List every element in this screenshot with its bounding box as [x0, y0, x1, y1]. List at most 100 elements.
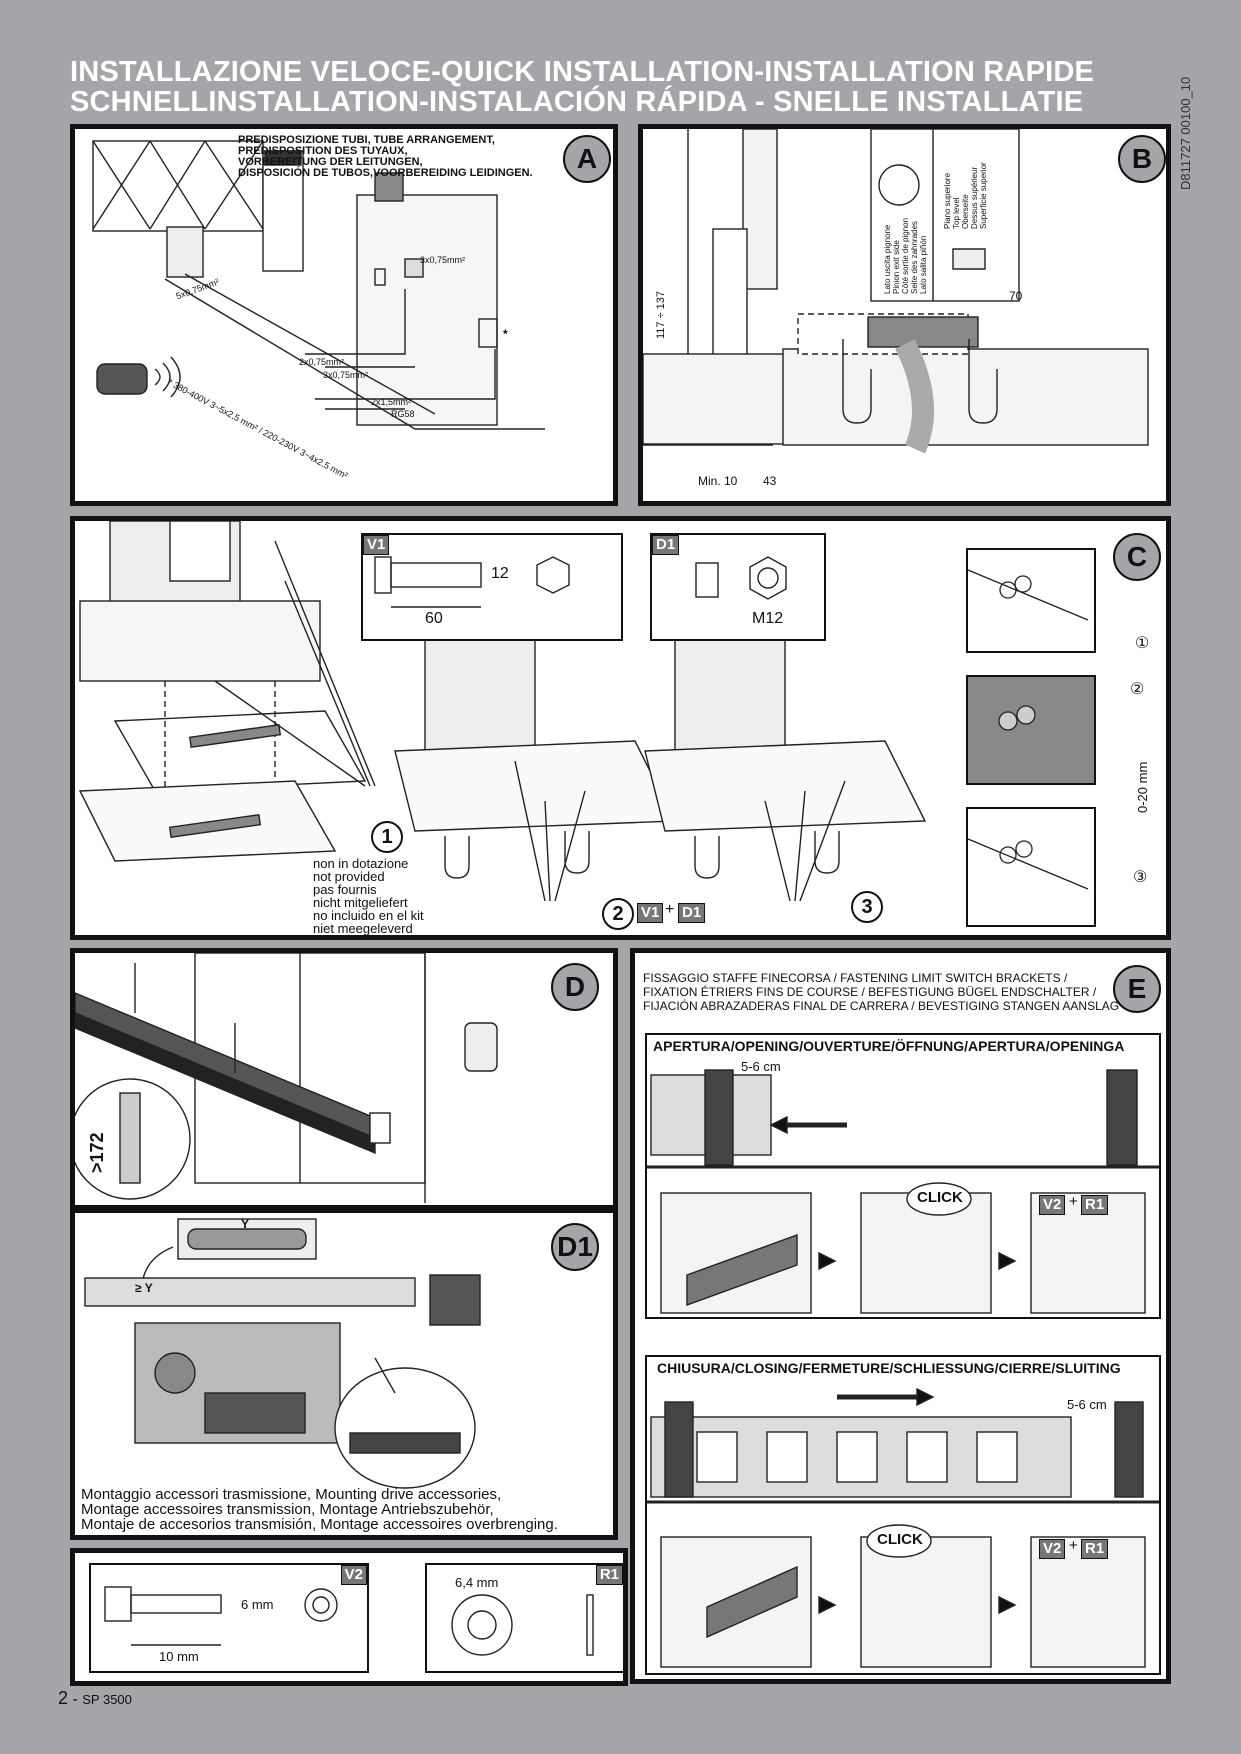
opening-click: CLICK [917, 1189, 963, 1206]
cable-label: 3x0,75mm² [323, 370, 369, 380]
closing-dim: 5-6 cm [1067, 1397, 1107, 1412]
detail-marker-2: ② [1130, 681, 1145, 698]
panel-d: D >172 [70, 948, 618, 1210]
not-provided-line: no incluido en el kit [313, 908, 424, 923]
panel-e-heading: FISSAGGIO STAFFE FINECORSA / FASTENING L… [643, 971, 1119, 1013]
v1-screw-drawing [374, 556, 570, 608]
opening-plus: + [1069, 1193, 1078, 1210]
closing-click: CLICK [877, 1531, 923, 1548]
cable-label: RG58 [391, 409, 415, 419]
page-title-line2: SCHNELLINSTALLATION-INSTALACIÓN RÁPIDA -… [70, 86, 1084, 118]
dim-70: 70 [1009, 289, 1023, 303]
pinion-side-line: Pinion exit side [892, 240, 901, 294]
v2-screw-drawing [104, 1586, 338, 1646]
v2-dim-10: 10 mm [159, 1649, 199, 1664]
dim-gte-y: ≥ Y [135, 1281, 153, 1295]
panel-e: E FISSAGGIO STAFFE FINECORSA / FASTENING… [630, 948, 1171, 1684]
v1-screw-box: V1 12 60 [361, 533, 623, 641]
panel-a-heading: PREDISPOSIZIONE TUBI, TUBE ARRANGEMENT, … [238, 135, 533, 179]
closing-plus: + [1069, 1537, 1078, 1554]
opening-dim: 5-6 cm [741, 1059, 781, 1074]
not-provided-line: non in dotazione [313, 856, 409, 871]
r1-washer-box: R1 6,4 mm [425, 1563, 623, 1673]
dim-y: Y [241, 1217, 250, 1231]
opening-section: APERTURA/OPENING/OUVERTURE/ÖFFNUNG/APERT… [645, 1033, 1161, 1319]
panel-c-drawing [78, 521, 927, 902]
detail-marker-3: ③ [1133, 869, 1148, 886]
panel-a-heading-line: PREDISPOSIZIONE TUBI, TUBE ARRANGEMENT, [238, 134, 495, 146]
not-provided-line: niet meegeleverd [313, 921, 413, 936]
heading-line: FISSAGGIO STAFFE FINECORSA / FASTENING L… [643, 971, 1068, 985]
page-footer: 2 - SP 3500 [58, 1688, 132, 1709]
opening-v2-tag: V2 [1039, 1195, 1066, 1215]
top-level-label: Piano superiore Top level Oberseite Dess… [943, 162, 988, 229]
step-3-marker: 3 [851, 891, 883, 923]
panel-v2-r1: V2 6 mm 10 mm R1 6,4 mm [70, 1548, 628, 1686]
panel-d1-badge: D1 [551, 1223, 599, 1271]
top-level-line: Top level [952, 197, 961, 229]
cable-label: 2x0,75mm² [299, 357, 345, 367]
panel-b: B 117 ÷ 137 Min. 10 43 70 Lato uscita pi… [638, 124, 1171, 506]
cable-label: 2x1,5mm² [371, 397, 412, 407]
page-number: 2 [58, 1688, 69, 1708]
pinion-side-line: Lato salita piñón [919, 235, 928, 294]
closing-section: CHIUSURA/CLOSING/FERMETURE/SCHLIESSUNG/C… [645, 1355, 1161, 1675]
panel-d-badge: D [551, 963, 599, 1011]
document-id: D811727 00100_10 [1178, 76, 1193, 190]
pinion-side-line: Côté sortie de pignon [901, 217, 910, 294]
closing-drawing [647, 1387, 1159, 1668]
v1-dim-12: 12 [491, 565, 509, 582]
detail-2-drawing [998, 705, 1036, 731]
panel-b-drawing [643, 129, 1149, 454]
caption-line: Montage accessoires transmission, Montag… [81, 1501, 494, 1518]
closing-title: CHIUSURA/CLOSING/FERMETURE/SCHLIESSUNG/C… [657, 1360, 1121, 1376]
v2-dim-6: 6 mm [241, 1597, 274, 1612]
footer-separator: - [72, 1691, 78, 1708]
detail-box-3 [966, 807, 1096, 927]
caption-line: Montaggio accessori trasmissione, Mounti… [81, 1486, 502, 1503]
d1-dim-m12: M12 [752, 610, 784, 627]
model-name: SP 3500 [82, 1692, 132, 1707]
not-provided-note: non in dotazione not provided pas fourni… [313, 857, 424, 935]
pinion-side-label: Lato uscita pignone Pinion exit side Côt… [883, 218, 928, 294]
r1-tag: R1 [595, 1565, 623, 1585]
panel-d-drawing [75, 953, 498, 1203]
opening-r1-tag: R1 [1081, 1195, 1109, 1215]
combo-plus: + [665, 901, 675, 918]
r1-dim: 6,4 mm [455, 1575, 499, 1590]
detail-box-1 [966, 548, 1096, 653]
dim-min: Min. 10 [698, 474, 738, 488]
panel-d1: D1 Y ≥ Y Montaggio accessori trasmission… [70, 1208, 618, 1540]
panel-d1-drawing [84, 1218, 481, 1489]
panel-a-badge: A [563, 135, 611, 183]
panel-a: PREDISPOSIZIONE TUBI, TUBE ARRANGEMENT, … [70, 124, 618, 506]
v1-dim-60: 60 [425, 610, 443, 627]
detail-marker-1: ① [1135, 635, 1150, 652]
top-level-line: Oberseite [961, 194, 970, 229]
v2-screw-box: V2 6 mm 10 mm [89, 1563, 369, 1673]
detail-1-drawing [968, 569, 1089, 621]
detail-3-drawing [968, 838, 1089, 890]
top-level-line: Piano superiore [943, 172, 952, 229]
heading-line: FIXATION ÉTRIERS FINS DE COURSE / BEFEST… [643, 985, 1097, 999]
d1-nut-box: D1 M12 [650, 533, 826, 641]
detail-box-2 [966, 675, 1096, 785]
panel-a-heading-line: VORBEREITUNG DER LEITUNGEN, [238, 156, 423, 168]
caption-line: Montaje de accesorios transmisión, Monta… [81, 1516, 558, 1533]
step-1-marker: 1 [371, 821, 403, 853]
d1-tag: D1 [652, 535, 680, 555]
panel-a-heading-line: PREDISPOSITION DES TUYAUX, [238, 145, 408, 157]
closing-r1-tag: R1 [1081, 1539, 1109, 1559]
panel-e-badge: E [1113, 965, 1161, 1013]
v2-tag: V2 [340, 1565, 367, 1585]
page-title-line1: INSTALLAZIONE VELOCE-QUICK INSTALLATION-… [70, 56, 1095, 88]
d1-nut-drawing [695, 556, 787, 600]
top-level-line: Superficie superior [979, 162, 988, 229]
cable-label: 3x0,75mm² [420, 255, 466, 265]
dim-172: >172 [87, 1132, 107, 1173]
pinion-side-line: Lato uscita pignone [883, 224, 892, 294]
r1-washer-drawing [451, 1594, 594, 1656]
panel-b-badge: B [1118, 135, 1166, 183]
not-provided-line: nicht mitgeliefert [313, 895, 408, 910]
combo-v1-tag: V1 [637, 903, 664, 923]
